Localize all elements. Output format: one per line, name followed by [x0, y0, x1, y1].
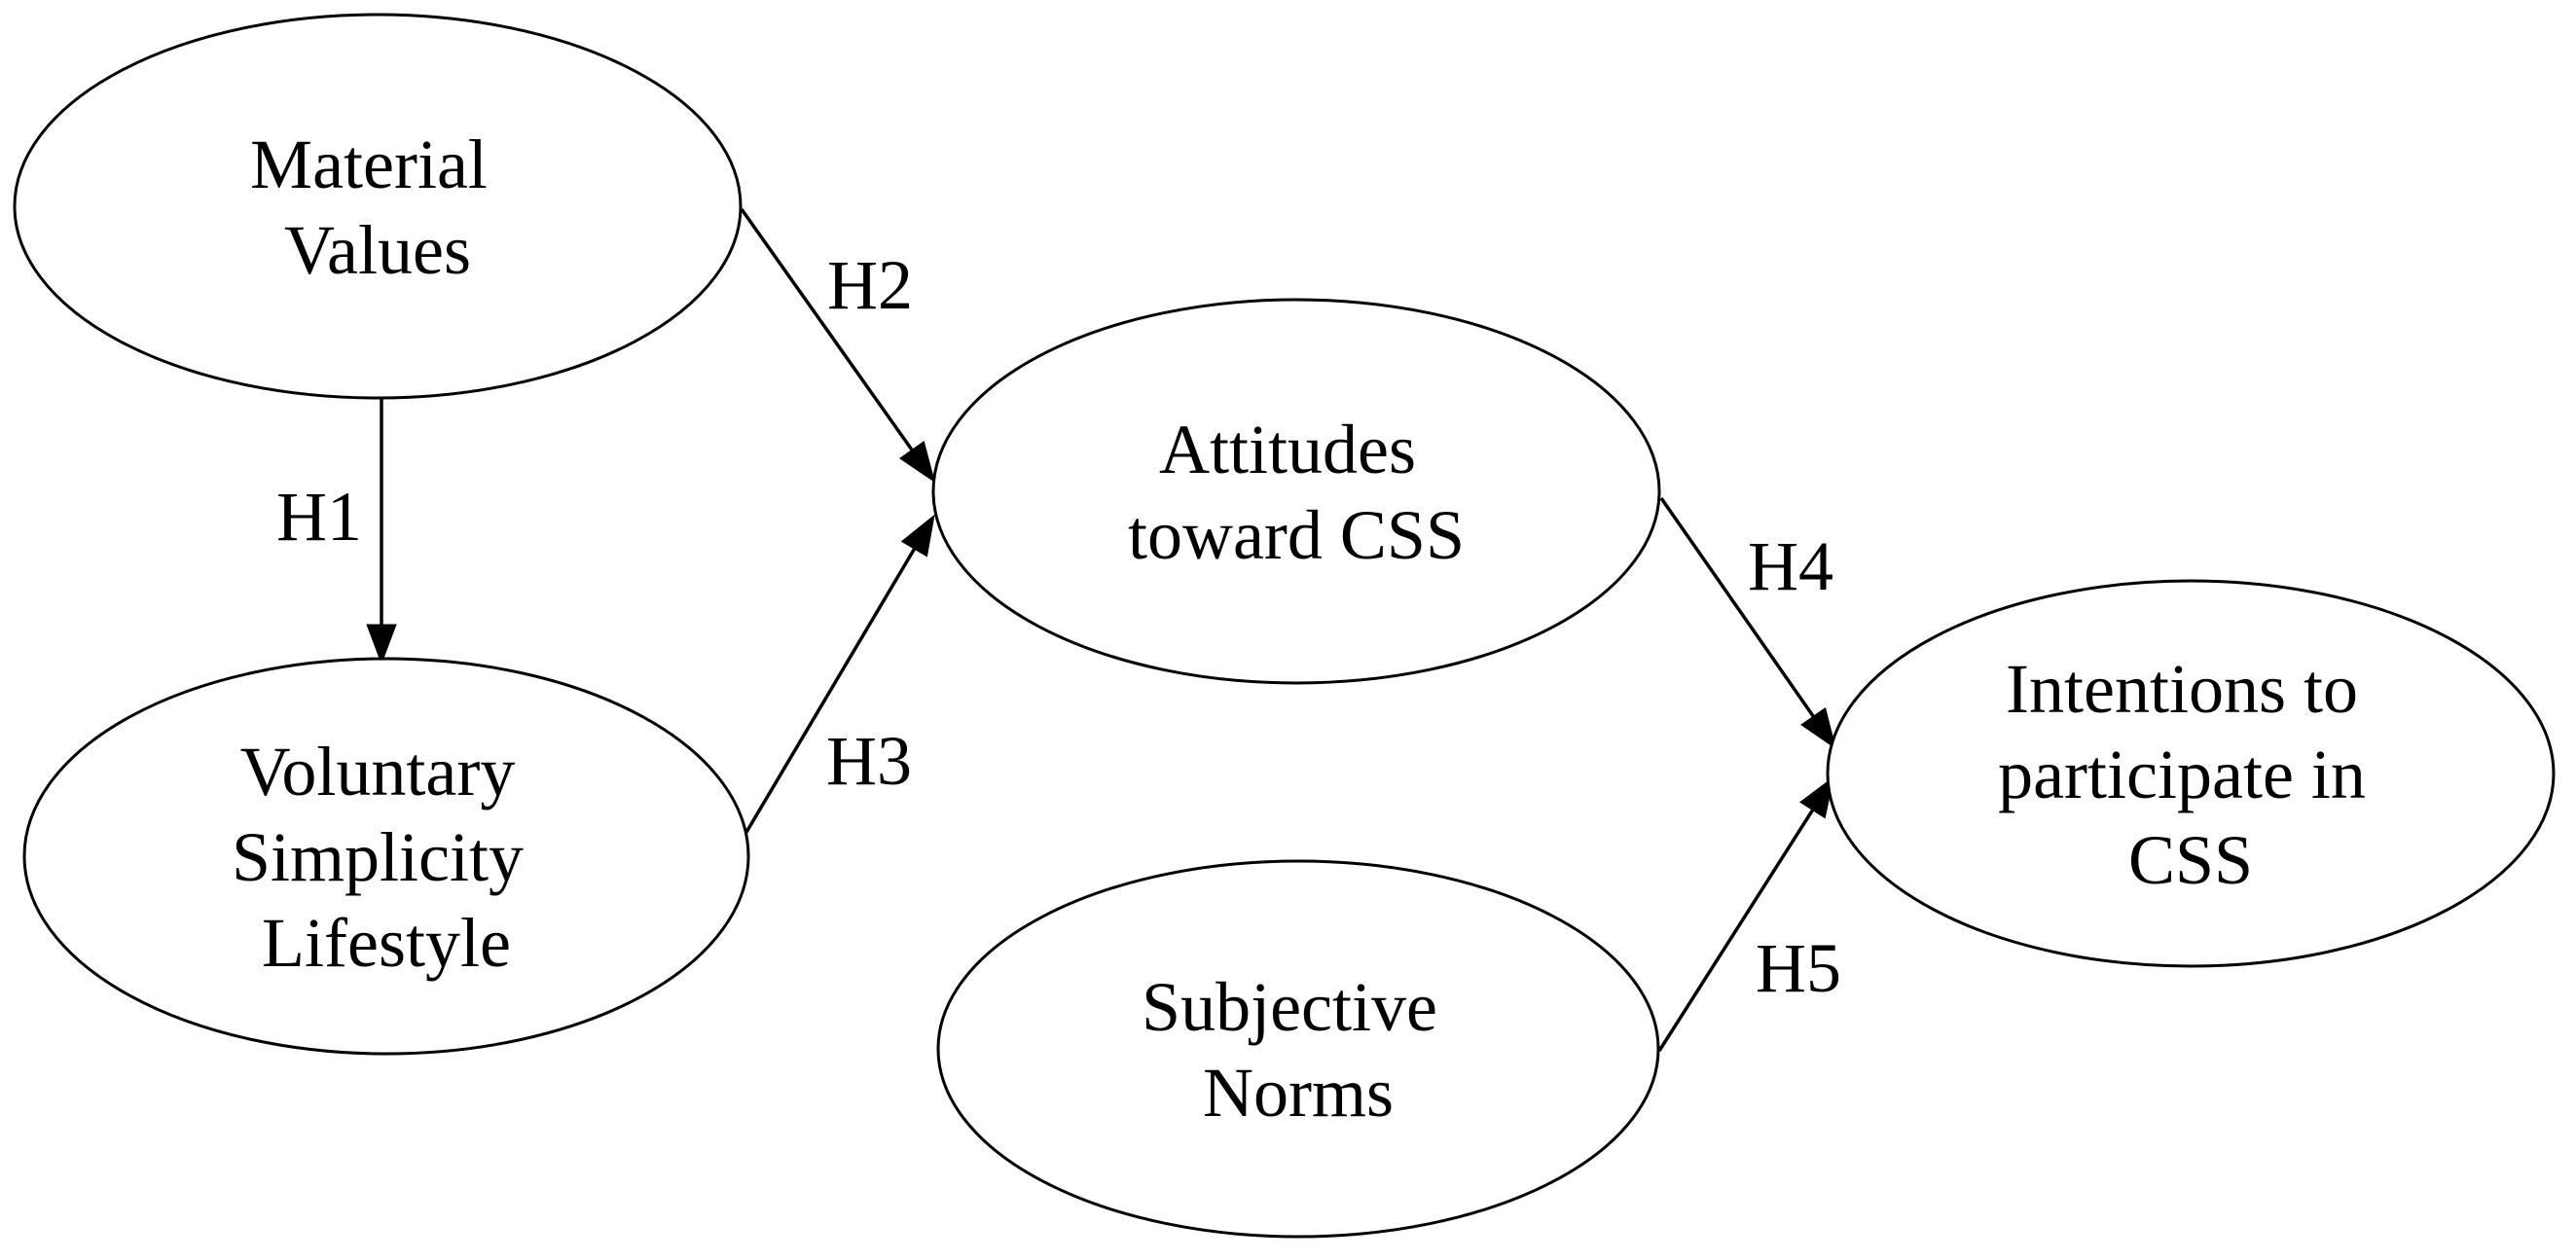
node-attitudes-toward-css-label: Attitudes toward CSS: [1128, 411, 1465, 574]
node-intentions-to-participate-ellipse: [1826, 579, 2556, 968]
node-subjective-norms-label: Subjective Norms: [1142, 968, 1455, 1132]
edge-h1: H1: [276, 397, 397, 666]
edge-h4-arrow: [1659, 496, 1837, 750]
edge-h3-label: H3: [826, 722, 912, 800]
node-intentions-to-participate-label: Intentions to participate in CSS: [1998, 650, 2383, 899]
node-intentions-to-participate: Intentions to participate in CSS: [1826, 579, 2556, 968]
node-material-values: Material Values: [13, 13, 743, 400]
node-attitudes-toward-css: Attitudes toward CSS: [931, 298, 1661, 685]
node-voluntary-simplicity-lifestyle: Voluntary Simplicity Lifestyle: [22, 657, 750, 1056]
node-subjective-norms: Subjective Norms: [936, 859, 1660, 1239]
edge-h2: H2: [740, 207, 936, 484]
edge-h1-label: H1: [276, 478, 362, 556]
edge-h5-label: H5: [1756, 929, 1841, 1007]
node-voluntary-simplicity-lifestyle-ellipse: [22, 657, 750, 1056]
edge-h5-arrow: [1657, 775, 1834, 1052]
edge-h4-label: H4: [1748, 527, 1833, 605]
node-voluntary-simplicity-lifestyle-label: Voluntary Simplicity Lifestyle: [232, 733, 541, 982]
edge-h5: H5: [1657, 775, 1841, 1052]
edge-h3-arrow: [741, 514, 935, 840]
node-subjective-norms-ellipse: [936, 859, 1660, 1239]
edge-h4: H4: [1659, 496, 1837, 750]
node-material-values-ellipse: [13, 13, 743, 400]
edge-h3: H3: [741, 514, 935, 840]
node-attitudes-toward-css-ellipse: [931, 298, 1661, 685]
node-material-values-label: Material Values: [250, 126, 505, 289]
edge-h2-label: H2: [827, 246, 913, 324]
edge-h2-arrow: [740, 207, 936, 484]
